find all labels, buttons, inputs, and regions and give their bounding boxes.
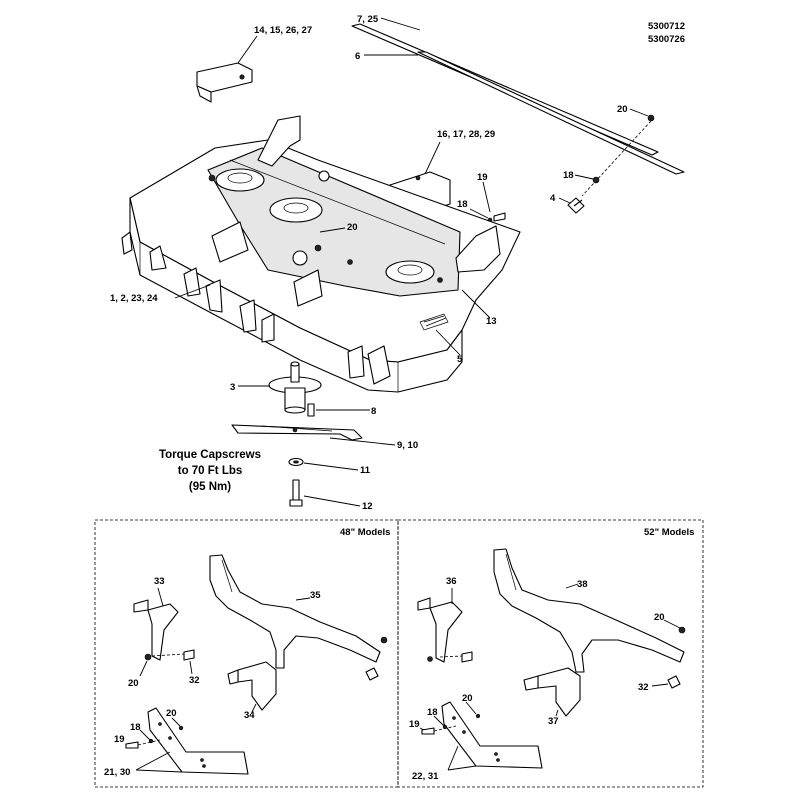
nut-part-18-top [592, 176, 600, 184]
callout-1-2-23-24: 1, 2, 23, 24 [110, 293, 158, 304]
bracket-part-36 [417, 597, 463, 663]
callout-12: 12 [362, 501, 373, 512]
callout-13: 13 [486, 316, 497, 327]
callout-20-mid: 20 [347, 222, 358, 233]
callout-33: 33 [154, 576, 165, 587]
callout-3: 3 [230, 382, 235, 393]
bolt-part-32-right [667, 675, 681, 689]
bolt-part-32-left [183, 649, 195, 661]
torque-note-line-3: (95 Nm) [189, 481, 231, 493]
spindle-part-3 [268, 361, 322, 414]
bolt-part-4 [567, 197, 585, 214]
panel-title-52: 52" Models [644, 527, 694, 538]
callout-36: 36 [446, 576, 457, 587]
bolt-part-8 [307, 403, 315, 417]
callout-20-right-b: 20 [462, 693, 473, 704]
nut-part-20-top [647, 114, 655, 122]
baffle-part-35 [209, 554, 381, 669]
bracket-part-34 [227, 661, 277, 711]
callout-20-right-a: 20 [654, 612, 665, 623]
callout-21-30: 21, 30 [104, 767, 130, 778]
callout-34: 34 [244, 710, 255, 721]
panel-48-models [94, 519, 399, 788]
callout-22-31: 22, 31 [412, 771, 439, 782]
blade-part-9 [231, 424, 363, 441]
bolt-part-19-right [421, 727, 435, 735]
callout-32-right: 32 [638, 682, 649, 693]
bracket-part-37 [523, 667, 581, 717]
callout-4: 4 [550, 193, 556, 204]
callout-32-left: 32 [189, 675, 200, 686]
callout-6: 6 [355, 51, 360, 62]
callout-37: 37 [548, 716, 559, 727]
callout-19-top: 19 [477, 172, 488, 183]
callout-5: 5 [457, 354, 463, 365]
nut-part-20-left-b [178, 725, 184, 731]
callout-18-left: 18 [130, 722, 141, 733]
baffle-part-38 [493, 548, 685, 673]
callout-35: 35 [310, 590, 321, 601]
nut-part-20-right-b [475, 713, 481, 719]
nut-part-20-left [144, 653, 152, 661]
bolt-part-12 [289, 479, 303, 507]
callout-19-right: 19 [409, 719, 420, 730]
callout-20-left-a: 20 [128, 678, 139, 689]
rod-part-6 [417, 51, 685, 175]
callout-11: 11 [360, 465, 371, 476]
callout-18-mid: 18 [457, 199, 468, 210]
panel-52-models [397, 519, 704, 788]
callout-14-15-26-27: 14, 15, 26, 27 [254, 25, 312, 36]
callout-9-10: 9, 10 [397, 440, 418, 451]
part-number-1: 5300712 [648, 21, 685, 32]
callout-7-25: 7, 25 [357, 14, 379, 25]
bracket-part-21 [147, 707, 249, 775]
bracket-part-22 [441, 701, 543, 769]
washer-part-11 [288, 457, 304, 467]
part-number-2: 5300726 [648, 34, 685, 45]
torque-note-line-2: to 70 Ft Lbs [178, 465, 243, 477]
bolt-part-19-top [493, 212, 506, 222]
callout-20-top: 20 [617, 104, 628, 115]
callout-20-left-b: 20 [166, 708, 177, 719]
callout-16-17-28-29: 16, 17, 28, 29 [437, 129, 495, 140]
panel-title-48: 48" Models [340, 527, 390, 538]
torque-note-line-1: Torque Capscrews [159, 449, 261, 461]
mower-deck-part-1 [121, 115, 521, 393]
nut-part-20-right [427, 656, 433, 662]
callout-18-right: 18 [427, 707, 438, 718]
callout-19-left: 19 [114, 734, 125, 745]
bolt-part-32-right-a [461, 651, 473, 663]
bolt-part-32-left-b [365, 667, 379, 681]
bolt-part-19-left [125, 741, 139, 749]
nut-part-20-right-a [678, 626, 686, 634]
bracket-part-33 [133, 599, 179, 661]
callout-38: 38 [577, 579, 588, 590]
bracket-part-14 [196, 62, 253, 103]
callout-8: 8 [371, 406, 376, 417]
nut-part-20-left-a [380, 636, 388, 644]
callout-18-top: 18 [563, 170, 574, 181]
